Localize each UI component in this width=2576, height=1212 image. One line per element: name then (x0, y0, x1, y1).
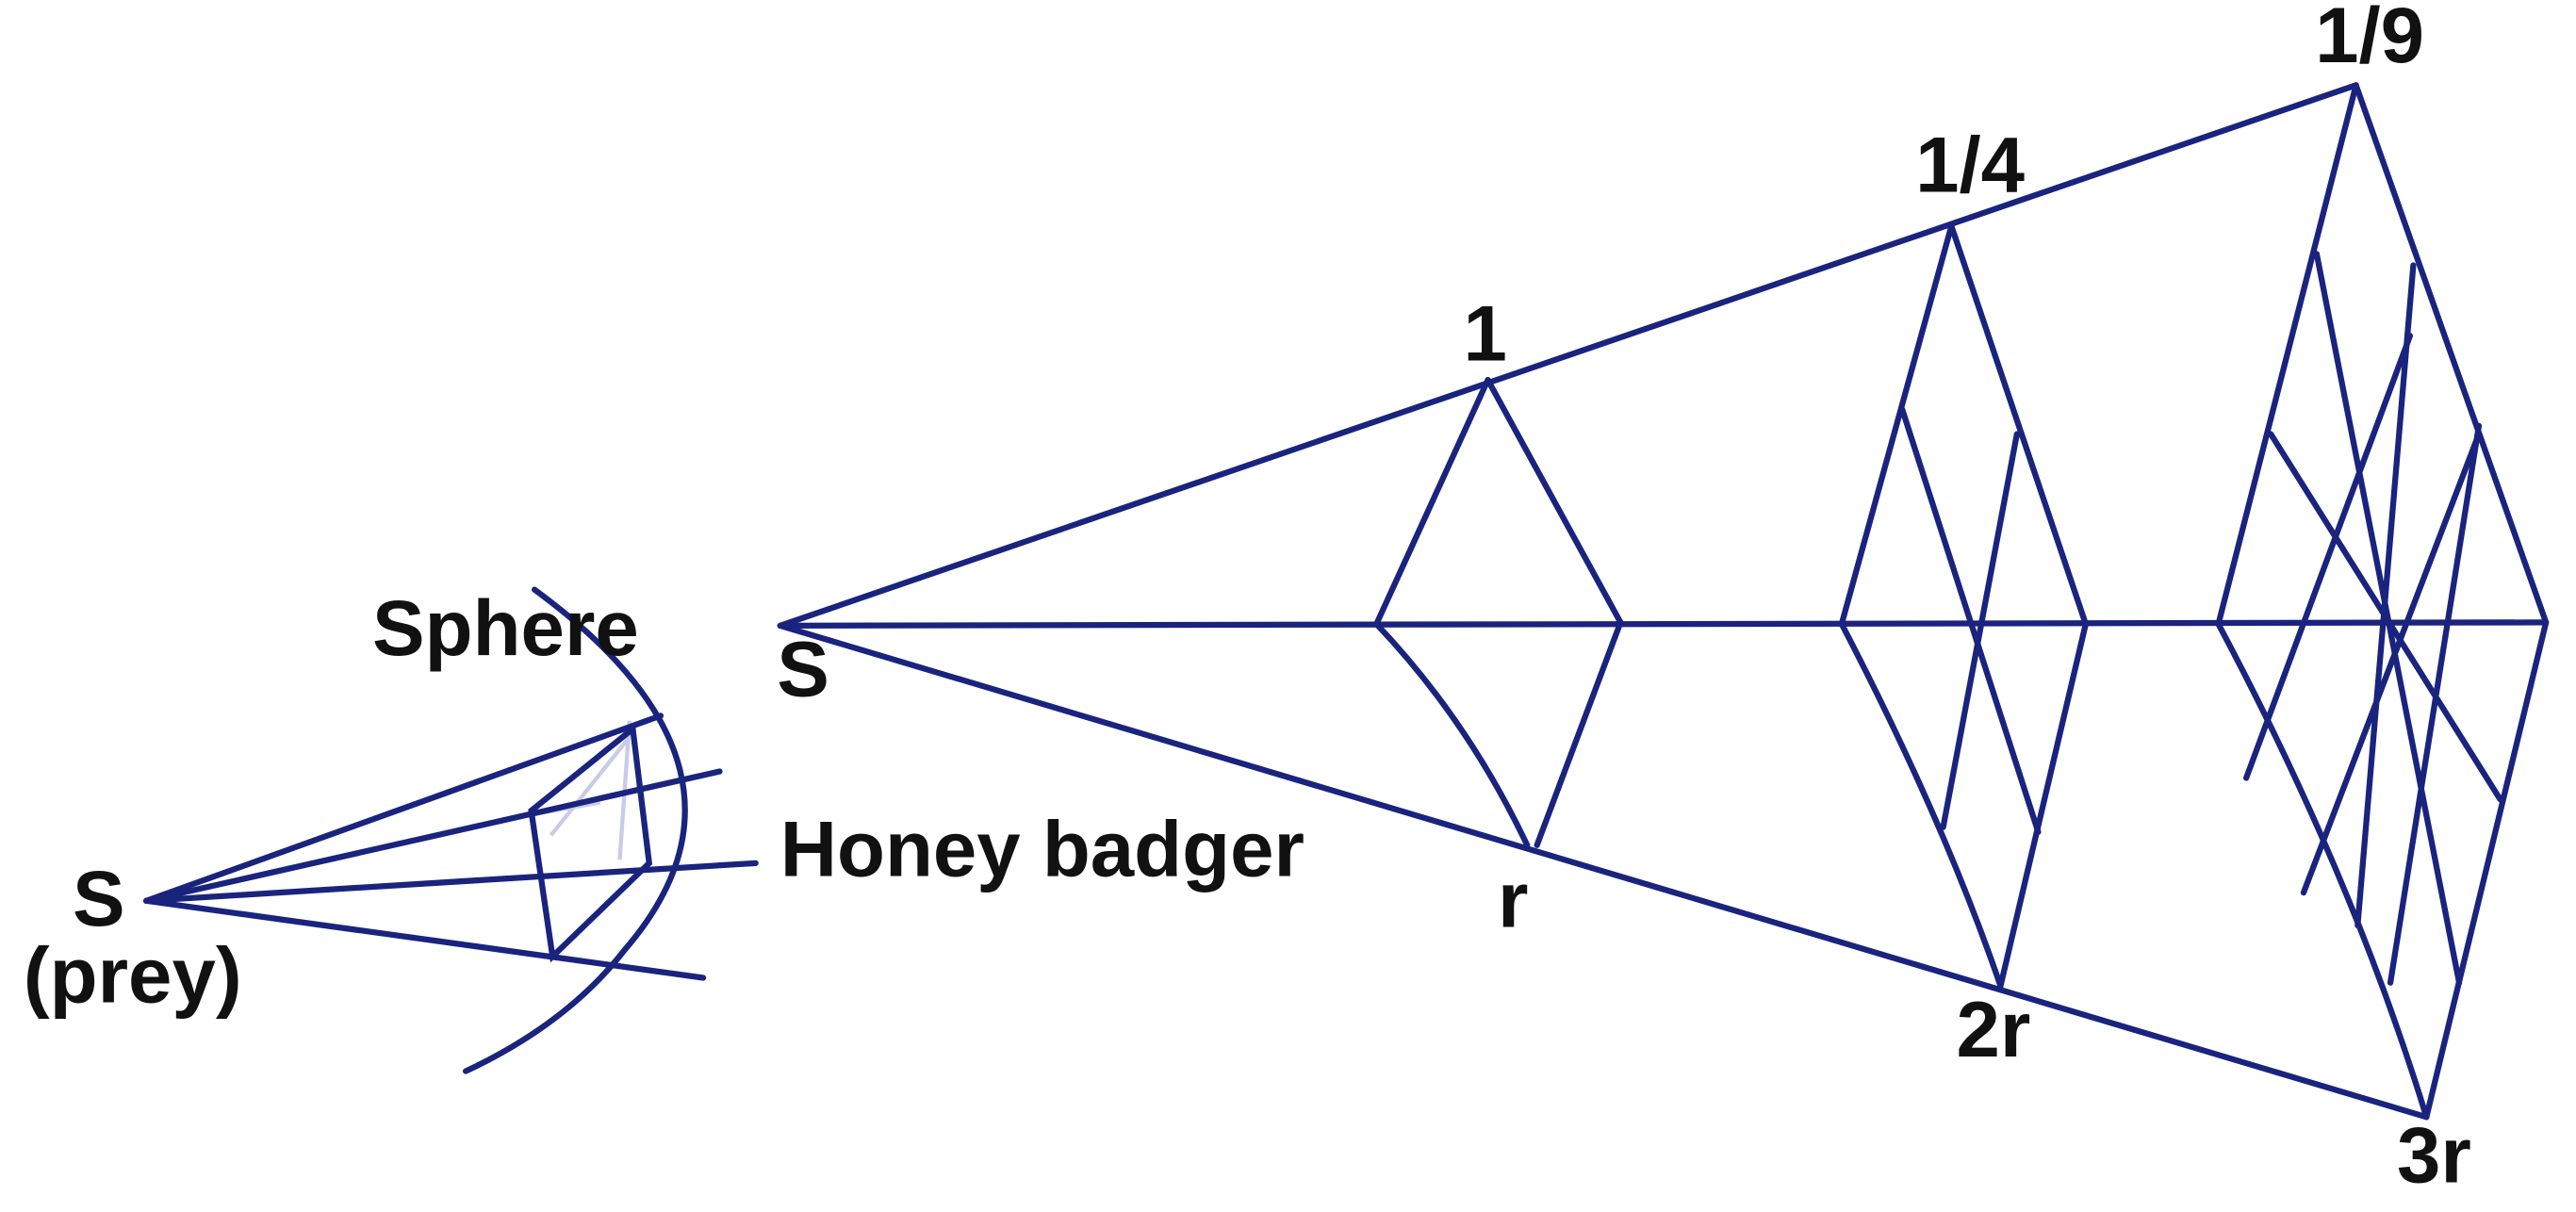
patch-grid (2387, 422, 2483, 986)
small-source-sublabel: (prey) (24, 931, 242, 1020)
large-source-label: S (777, 625, 829, 713)
patch-edge (2215, 82, 2359, 628)
faint-hidden-line (549, 735, 632, 837)
patch-edge (1838, 620, 2004, 990)
small-ray (143, 860, 759, 904)
intensity-label-1: 1 (1463, 288, 1506, 377)
intensity-label-1-9: 1/9 (2315, 0, 2424, 79)
cone-lower-ray (777, 622, 2430, 1121)
patch-edge (2353, 82, 2550, 626)
small-sphere-figure (143, 586, 759, 1074)
patch-grid (2243, 333, 2414, 781)
cone-axis (777, 619, 2550, 629)
small-ray (143, 768, 723, 904)
patch-at-3r (2215, 82, 2550, 1121)
small-ray (143, 897, 707, 981)
patch-edge (1485, 377, 1624, 626)
patch-at-2r (1838, 222, 2089, 990)
distance-label-r: r (1498, 856, 1528, 944)
cone-upper-ray (777, 82, 2359, 629)
patch-edge (1373, 377, 1491, 628)
patch-edge (1373, 620, 1531, 848)
distance-label-2r: 2r (1957, 985, 2031, 1073)
patch-edge (2215, 620, 2430, 1121)
patch-grid (2300, 431, 2483, 896)
honey-badger-label: Honey badger (780, 805, 1304, 893)
patch-grid (2354, 262, 2417, 929)
patch-edge (1838, 222, 1955, 628)
large-cone-figure (777, 82, 2550, 1121)
sphere-label: Sphere (372, 583, 639, 672)
patch-grid (1940, 431, 2020, 830)
intensity-label-1-4: 1/4 (1915, 120, 2025, 208)
patch-edge (2423, 619, 2550, 1121)
sphere-arc (462, 586, 688, 1074)
patch-grid (1899, 406, 2042, 835)
patch-at-r (1373, 377, 1624, 848)
small-source-label: S (73, 854, 125, 942)
distance-label-3r: 3r (2397, 1111, 2471, 1200)
patch-edge (1534, 619, 1624, 848)
patch-edge (1948, 222, 2089, 628)
sphere-patch (528, 726, 653, 963)
patch-edge (1997, 620, 2089, 990)
small-ray (143, 712, 665, 904)
